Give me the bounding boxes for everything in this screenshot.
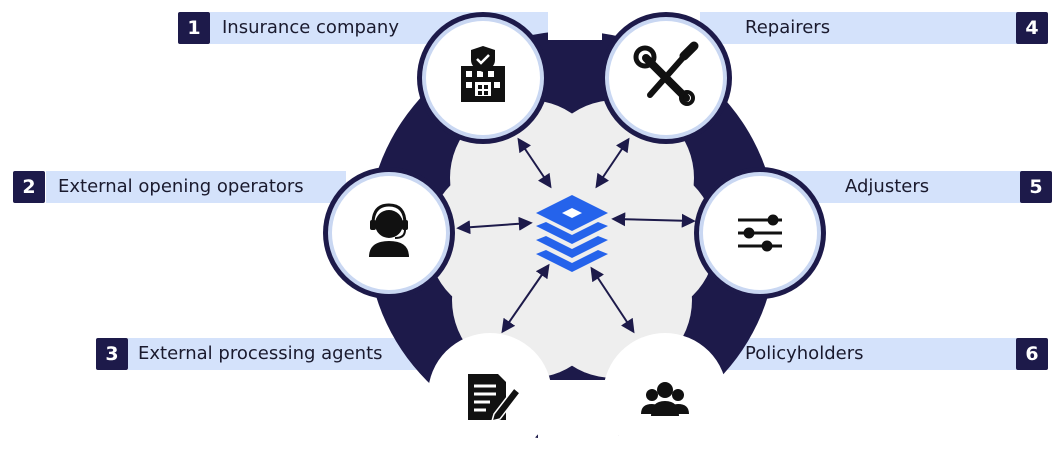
node-label-3: External processing agents: [138, 343, 383, 364]
document-edit-icon: [468, 374, 522, 423]
node-label-5: Adjusters: [845, 176, 930, 197]
node-label-1: Insurance company: [222, 17, 399, 38]
node-number-6: 6: [1016, 338, 1048, 370]
label-bar-2: [46, 171, 346, 203]
insurance-building-icon: [461, 46, 505, 102]
node-label-6: Policyholders: [745, 343, 864, 364]
label-bar-3: [128, 338, 428, 370]
node-number-1: 1: [178, 12, 210, 44]
node-number-3: 3: [96, 338, 128, 370]
people-group-icon: [641, 382, 689, 416]
node-label-4: Repairers: [745, 17, 831, 38]
sliders-icon: [738, 214, 782, 252]
node-label-2: External opening operators: [58, 176, 304, 197]
connector-arrows: [456, 137, 696, 334]
label-bar-6: [712, 338, 1018, 370]
tools-icon: [633, 41, 699, 106]
stacked-layers-icon: [536, 195, 608, 272]
label-bar-4: [700, 12, 1018, 44]
headset-operator-icon: [369, 203, 409, 257]
node-number-2: 2: [13, 171, 45, 203]
node-number-4: 4: [1016, 12, 1048, 44]
node-number-5: 5: [1020, 171, 1052, 203]
